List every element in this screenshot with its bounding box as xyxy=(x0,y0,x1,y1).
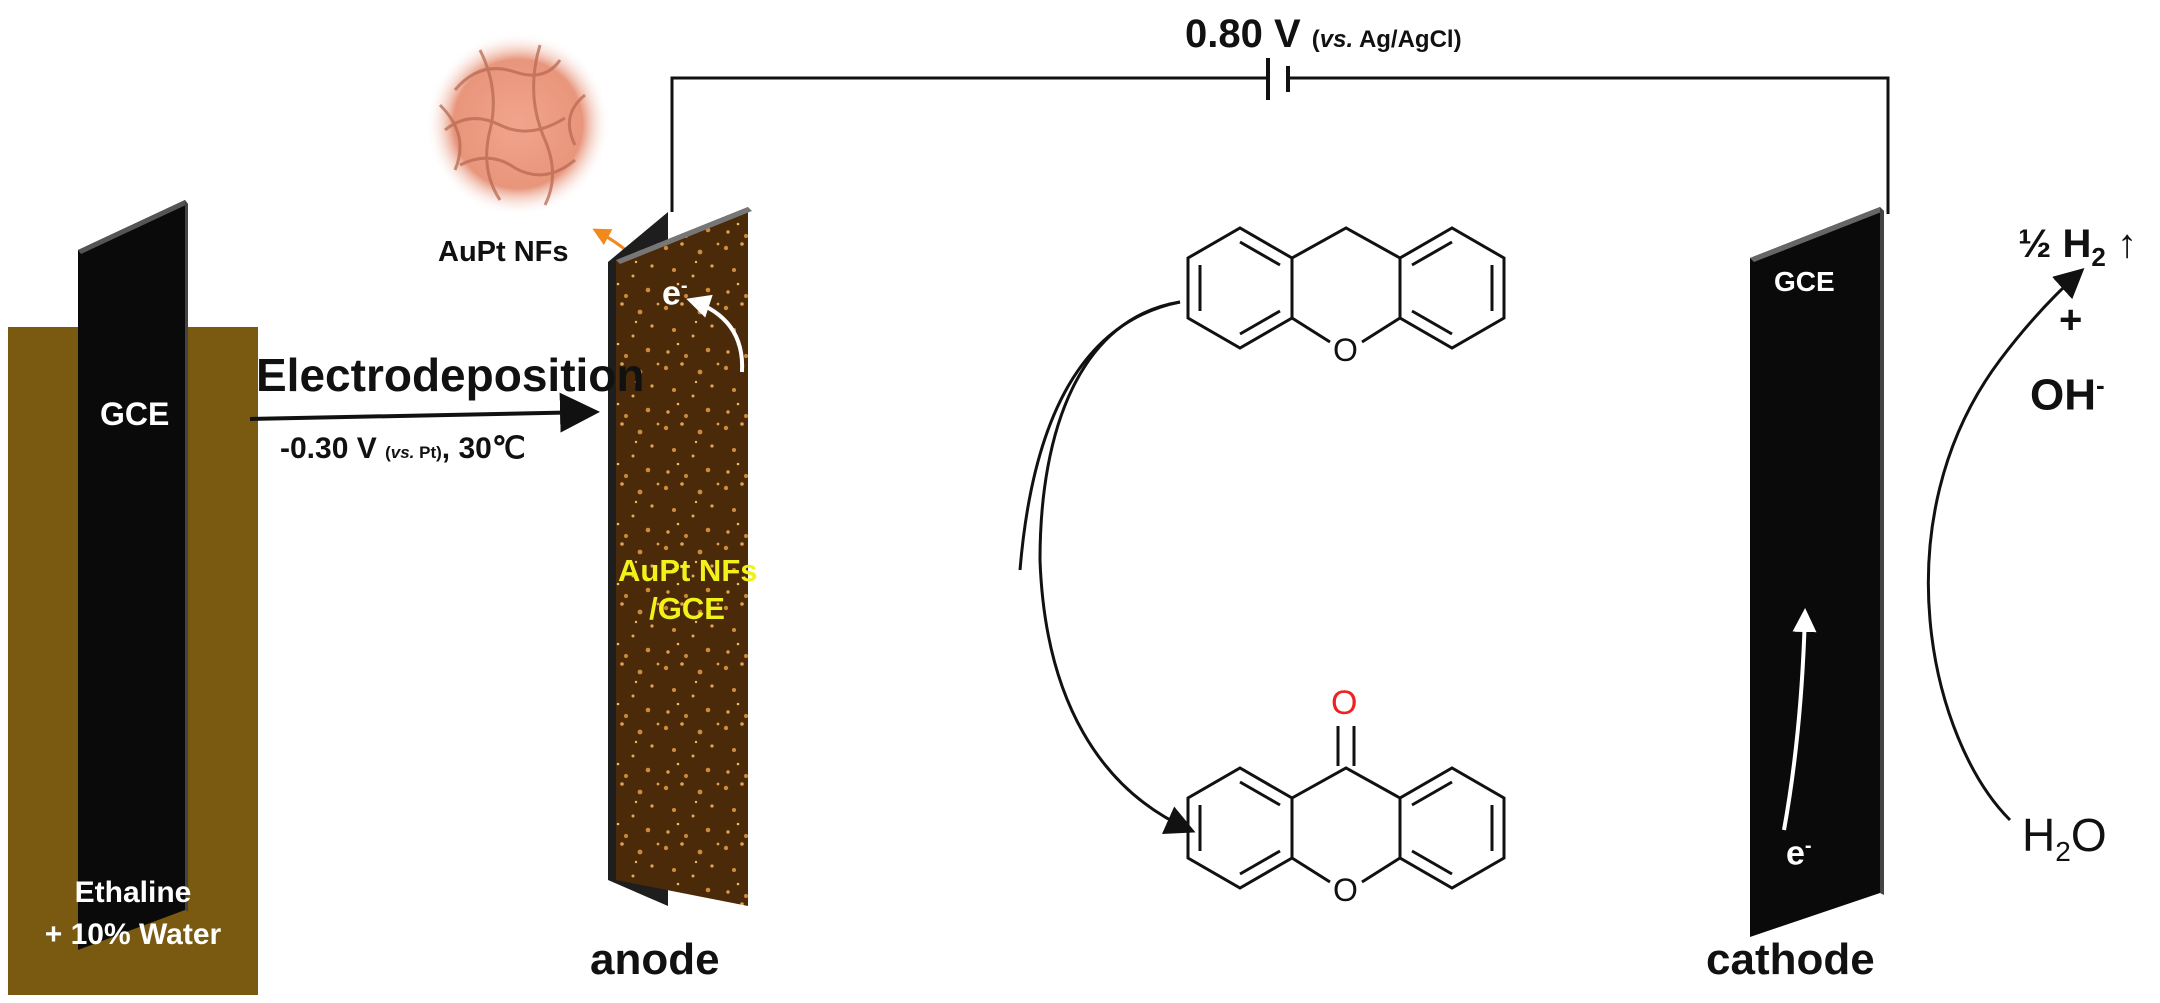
cathode-reaction-curve xyxy=(1926,267,2085,822)
deposition-vs: vs. xyxy=(390,443,415,462)
deposition-conditions: -0.30 V (vs. Pt), 30℃ xyxy=(280,432,526,465)
ring-oxygen-reactant: O xyxy=(1333,332,1358,368)
plus-sign: + xyxy=(2059,298,2083,342)
deposition-ref: Pt xyxy=(419,443,437,462)
left-gce-label: GCE xyxy=(100,396,170,432)
cathode-gce-label: GCE xyxy=(1774,266,1835,297)
electrolyte-line1: Ethaline xyxy=(74,876,192,909)
water-reactant: H2O xyxy=(2022,809,2107,868)
anode-coating-label: AuPt NFs /GCE xyxy=(618,552,758,628)
deposition-potential: -0.30 V xyxy=(280,432,377,465)
voltage-value: 0.80 V xyxy=(1185,12,1301,56)
applied-voltage: 0.80 V (vs. Ag/AgCl) xyxy=(1185,12,1462,56)
xanthone-structure xyxy=(1186,766,1506,890)
carbonyl-oxygen: O xyxy=(1331,684,1358,722)
voltage-ref: Ag/AgCl xyxy=(1358,26,1454,53)
electrolyte-line2: + 10% Water xyxy=(44,918,222,951)
xanthene-structure xyxy=(1186,226,1506,350)
ring-oxygen-product: O xyxy=(1333,872,1358,908)
left-gce-electrode xyxy=(78,200,188,950)
cathode-electrode xyxy=(1750,207,1884,937)
cathode-electron-arrow xyxy=(1782,608,1817,831)
anode-label: anode xyxy=(590,935,720,984)
hydrogen-product: ½ H2 ↑ xyxy=(2018,222,2137,272)
deposition-temp: 30℃ xyxy=(458,432,526,465)
voltage-ref-vs: vs. xyxy=(1319,26,1354,53)
anode-coating-line2: /GCE xyxy=(649,591,725,626)
carbonyl-bond xyxy=(1336,726,1356,766)
hydroxide-product: OH- xyxy=(2030,370,2105,420)
gas-up-arrow: ↑ xyxy=(2105,222,2137,266)
nanoflower-image xyxy=(426,32,610,216)
nanoflower-label: AuPt NFs xyxy=(438,236,569,268)
anode-electron-arrow xyxy=(686,294,745,373)
anode-electrode xyxy=(608,207,752,906)
electrodeposition-arrow xyxy=(249,392,600,433)
anode-reaction-curve xyxy=(1038,300,1196,834)
anode-coating-line1: AuPt NFs xyxy=(618,553,758,588)
electrolyte-label: Ethaline + 10% Water xyxy=(8,872,258,956)
cathode-label: cathode xyxy=(1706,935,1875,984)
battery-symbol xyxy=(1266,58,1290,100)
anode-electron-label: e- xyxy=(662,274,688,313)
process-label: Electrodeposition xyxy=(256,349,645,401)
external-circuit xyxy=(670,76,1890,214)
oxidation-arc-in xyxy=(1018,300,1181,571)
cathode-electron-label: e- xyxy=(1786,834,1812,873)
oxidation-arc-upper xyxy=(1040,302,1180,380)
